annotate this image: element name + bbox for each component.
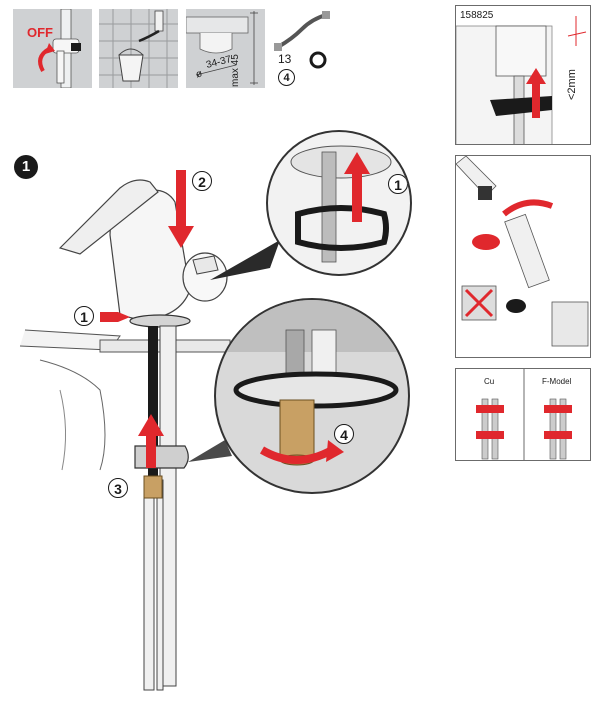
hoses-illustration xyxy=(476,369,572,460)
callout-3: 3 xyxy=(108,478,128,498)
off-label: OFF xyxy=(27,25,53,40)
flush-bucket-illustration xyxy=(99,9,178,88)
callout-1-detail: 1 xyxy=(388,174,408,194)
step-number: 1 xyxy=(21,158,31,175)
hose-size-label: 13 xyxy=(278,52,292,66)
aerator-illustration xyxy=(456,156,589,347)
gap-illustration xyxy=(456,16,587,144)
step-number-badge: 1 xyxy=(14,155,38,179)
max-thickness-label: max 45 xyxy=(230,54,241,87)
detail-bottom-illustration xyxy=(216,300,408,466)
copper-hose-label: Cu xyxy=(484,377,495,386)
thumb-hose-seal: 13 4 xyxy=(272,9,334,88)
shutoff-valve-illustration xyxy=(38,9,81,88)
model-number: 158825 xyxy=(460,10,494,21)
hole-dimensions-illustration xyxy=(186,11,258,85)
detail-circle-bottom: 4 xyxy=(214,298,410,494)
right-panel-hoses: Cu F-Model xyxy=(455,368,591,461)
thumb-hole-dimensions: ø 34-37 max 45 xyxy=(186,9,265,88)
fmodel-hose-label: F-Model xyxy=(542,377,572,386)
callout-1-base: 1 xyxy=(74,306,94,326)
thumb-flush-bucket xyxy=(99,9,178,88)
right-panel-gap: 158825 <2mm xyxy=(455,5,591,145)
right-panel-aerator xyxy=(455,155,591,358)
thumb-shutoff-valve: OFF xyxy=(13,9,92,88)
hose-illustration xyxy=(274,11,330,51)
detail-top-illustration xyxy=(290,145,392,263)
detail-circle-top: 1 xyxy=(266,130,412,276)
callout-2: 2 xyxy=(192,171,212,191)
faucet-installation-illustration xyxy=(19,170,280,691)
gap-label: <2mm xyxy=(566,69,578,100)
callout-4: 4 xyxy=(334,424,354,444)
hose-step-callout: 4 xyxy=(278,69,295,86)
seal-ring-icon xyxy=(309,51,327,69)
